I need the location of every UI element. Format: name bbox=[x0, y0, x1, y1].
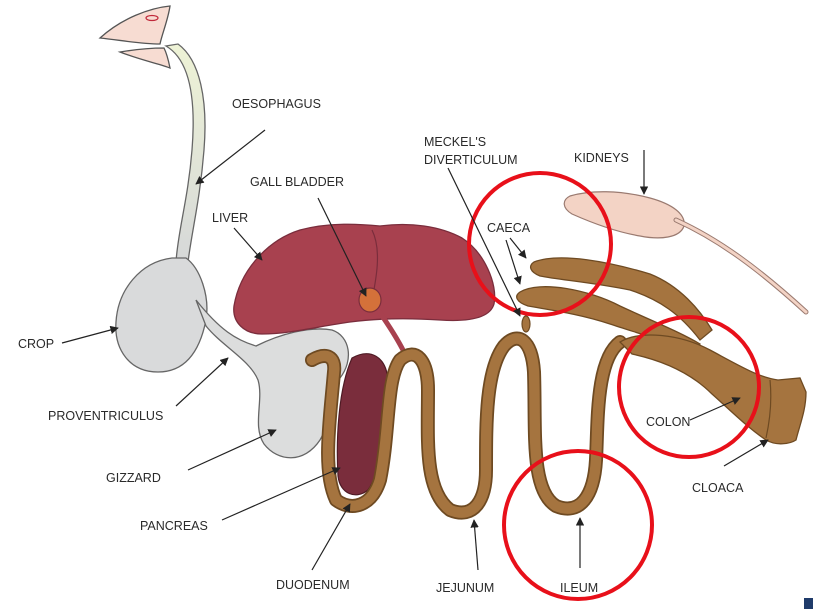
pancreas-arrow bbox=[222, 468, 340, 520]
gizzard-arrow bbox=[188, 430, 276, 470]
label-gizzard: GIZZARD bbox=[106, 471, 161, 485]
beak-shape bbox=[100, 6, 170, 68]
ureter-fill bbox=[676, 220, 806, 312]
label-proventriculus: PROVENTRICULUS bbox=[48, 409, 163, 423]
label-liver: LIVER bbox=[212, 211, 248, 225]
liver-shape bbox=[234, 224, 495, 334]
caeca-arrow-lower bbox=[506, 240, 520, 284]
label-meckels-line1: MECKEL'S bbox=[424, 135, 486, 149]
kidneys-shape bbox=[564, 192, 684, 238]
label-oesophagus: OESOPHAGUS bbox=[232, 97, 321, 111]
label-gall-bladder: GALL BLADDER bbox=[250, 175, 344, 189]
label-cloaca: CLOACA bbox=[692, 481, 744, 495]
caeca-arrow-upper bbox=[510, 238, 526, 258]
label-ileum: ILEUM bbox=[560, 581, 598, 595]
highlight-circle-ileum bbox=[504, 451, 652, 599]
duodenum-arrow bbox=[312, 504, 350, 570]
label-pancreas: PANCREAS bbox=[140, 519, 208, 533]
meckels-diverticulum-shape bbox=[522, 316, 530, 332]
label-colon: COLON bbox=[646, 415, 690, 429]
crop-arrow bbox=[62, 328, 118, 343]
label-kidneys: KIDNEYS bbox=[574, 151, 629, 165]
label-meckels-line2: DIVERTICULUM bbox=[424, 153, 518, 167]
proventriculus-arrow bbox=[176, 358, 228, 406]
jejunum-arrow bbox=[474, 520, 478, 570]
label-caeca: CAECA bbox=[487, 221, 531, 235]
crop-shape bbox=[116, 258, 207, 372]
ureter-shape bbox=[676, 220, 806, 312]
label-crop: CROP bbox=[18, 337, 54, 351]
oesophagus-shape bbox=[166, 44, 205, 262]
gall-bladder-shape bbox=[359, 288, 381, 312]
label-duodenum: DUODENUM bbox=[276, 578, 350, 592]
label-jejunum: JEJUNUM bbox=[436, 581, 494, 595]
liver-arrow bbox=[234, 228, 262, 260]
corner-mark bbox=[804, 598, 813, 609]
